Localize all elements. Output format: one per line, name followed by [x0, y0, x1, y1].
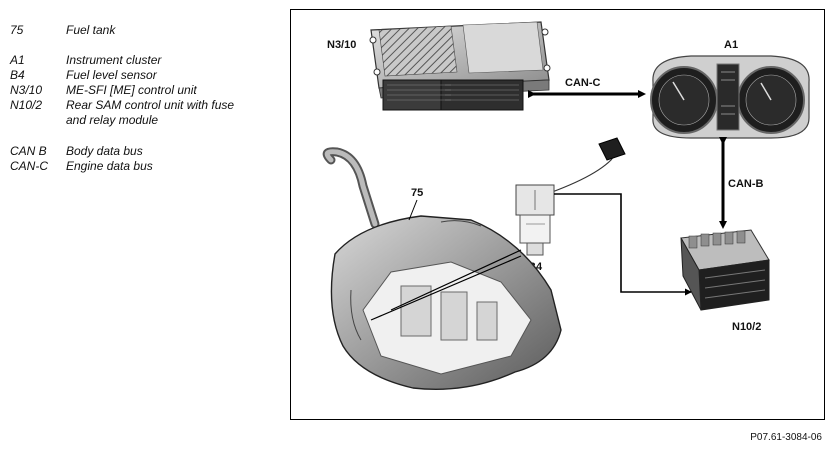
- diagram-frame: N3/10 A1 CAN-C CAN-B: [290, 9, 825, 420]
- label-a1: A1: [724, 39, 738, 51]
- label-fuel-tank: 75: [411, 187, 423, 199]
- wiring-diagram: N3/10 A1 CAN-C CAN-B: [322, 21, 810, 390]
- legend-code: CAN B: [10, 144, 47, 158]
- legend-desc: Fuel level sensor: [66, 68, 157, 82]
- legend-desc: Engine data bus: [66, 159, 153, 173]
- legend-desc: Body data bus: [66, 144, 143, 158]
- figure-reference: P07.61-3084-06: [750, 432, 822, 443]
- legend-code: N10/2: [10, 98, 43, 112]
- legend-code: CAN-C: [10, 159, 48, 173]
- legend-desc: ME-SFI [ME] control unit: [66, 83, 197, 97]
- fuel-level-sensor-b4: [515, 137, 626, 256]
- label-can-c: CAN-C: [565, 77, 600, 89]
- control-unit-n3-10: [369, 21, 551, 111]
- label-can-b: CAN-B: [728, 178, 763, 190]
- fuel-tank-leader-line: [408, 199, 418, 221]
- legend-desc: and relay module: [66, 113, 159, 127]
- legend-code: B4: [10, 68, 25, 82]
- legend-code: N3/10: [10, 83, 43, 97]
- label-n10-2: N10/2: [732, 321, 761, 333]
- fuel-tank-75: [322, 147, 562, 390]
- label-n3-10: N3/10: [327, 39, 356, 51]
- legend-desc: Instrument cluster: [66, 53, 162, 67]
- sensor-signal-line: [554, 193, 692, 296]
- legend-desc: Fuel tank: [66, 23, 116, 37]
- legend-code: A1: [10, 53, 25, 67]
- legend-desc: Rear SAM control unit with fuse: [66, 98, 235, 112]
- legend-code: 75: [10, 23, 24, 37]
- sam-module-n10-2: [680, 229, 770, 311]
- instrument-cluster-a1: [650, 55, 810, 139]
